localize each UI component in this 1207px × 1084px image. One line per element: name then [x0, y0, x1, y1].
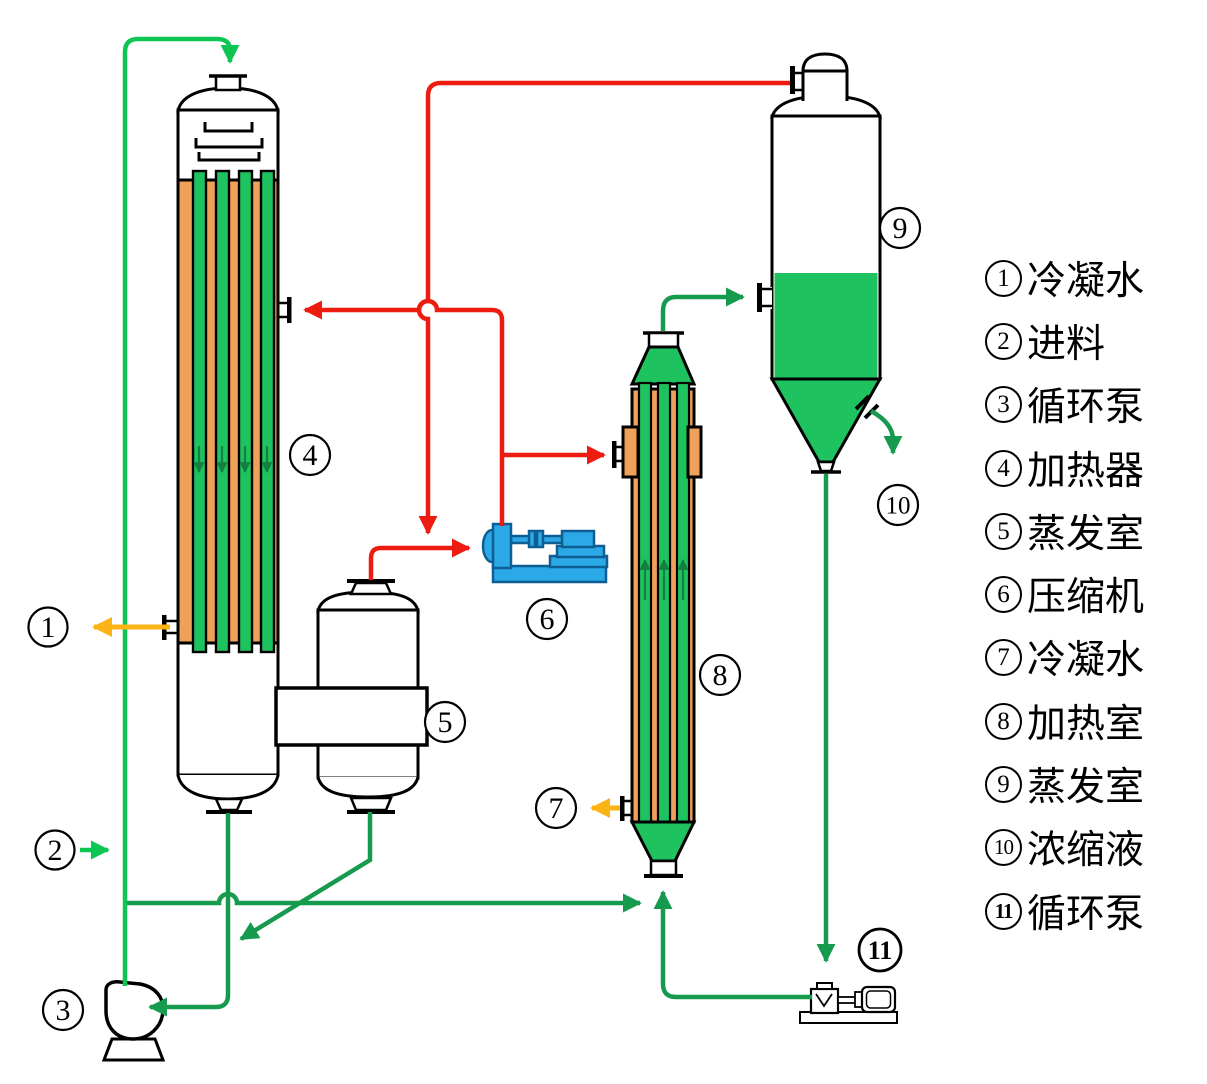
hc8-bottom-funnel — [629, 820, 697, 863]
compressor-coupling — [535, 529, 545, 549]
vessel9-vapor-nozzle — [790, 66, 804, 94]
heater-top-dome — [176, 86, 280, 113]
tube — [214, 169, 231, 654]
callout-5: 5 — [423, 700, 467, 744]
callout-6: 6 — [525, 597, 569, 641]
distributor-tray-1 — [203, 122, 254, 133]
upflow-arrows — [639, 558, 689, 600]
hc8-condensate-nozzle — [620, 796, 632, 821]
pump11-base — [799, 1011, 898, 1024]
heating-chamber-8 — [612, 331, 703, 878]
callout-4: 4 — [288, 433, 332, 477]
distributor-tray-2 — [194, 138, 264, 149]
vessel9-stub — [801, 69, 849, 101]
compressor-casing — [491, 522, 513, 570]
vapor-line-discharge-to-heater4 — [303, 298, 505, 526]
hc8-top-nozzle — [647, 331, 680, 349]
vapor-lines — [303, 80, 790, 580]
callout-9: 9 — [878, 206, 922, 250]
pump11-motor-inner — [865, 990, 892, 1009]
tube — [191, 169, 208, 654]
heater-column-4 — [162, 74, 292, 814]
liquid-lines-dark — [125, 287, 903, 1017]
callout-4-number: 4 — [303, 439, 318, 472]
tube — [656, 381, 672, 824]
concentrate-outlet-line — [869, 409, 903, 455]
compressor-6 — [481, 522, 609, 584]
compressor-coupling — [527, 529, 537, 549]
hc8-top-cone — [629, 345, 697, 386]
heater-bottom-dome — [176, 774, 280, 801]
callout-3-number: 3 — [56, 994, 71, 1027]
vessel5-top-nozzle — [349, 581, 393, 596]
heater-bottom-nozzle — [214, 797, 244, 812]
callout-9-number: 9 — [893, 212, 908, 245]
callout-2: 2 — [34, 829, 76, 871]
pump3-base — [101, 1037, 166, 1062]
vessel9-feed-nozzle — [757, 283, 772, 312]
tube — [637, 381, 653, 824]
compressor-motor — [560, 529, 596, 549]
callout-3: 3 — [41, 988, 85, 1032]
callout-10: 10 — [876, 483, 920, 527]
drain-heater4-to-pump3 — [148, 813, 231, 1017]
vapor-line-vessel5-to-compressor — [368, 538, 471, 580]
drain-vessel5-to-pump3 — [239, 812, 373, 941]
hc8-bottom-nozzle — [649, 859, 678, 877]
callout-2-number: 2 — [48, 834, 63, 867]
vapor-duct — [274, 686, 429, 747]
vessel5-bottom-nozzle — [349, 796, 393, 812]
pump11-to-chamber8 — [653, 890, 812, 1000]
circulation-pump-3 — [101, 980, 166, 1062]
pump11-inlet-flange — [816, 982, 833, 990]
transfer-line-to-chamber8 — [125, 891, 642, 913]
callout-6-number: 6 — [540, 603, 555, 636]
pump3-volute — [104, 980, 165, 1041]
liquid-lines-light — [80, 36, 240, 986]
distributor-tray-3 — [197, 152, 261, 162]
pump11-shaft — [837, 996, 857, 1004]
pump11-casing — [809, 987, 840, 1015]
callout-labels: 1 2 3 4 5 6 7 8 — [27, 206, 922, 1032]
tube — [237, 169, 254, 654]
pump11-impeller-mark — [815, 993, 833, 1008]
hc8-side-box-right — [686, 425, 703, 479]
vessel9-stub-cap — [801, 52, 849, 73]
callout-8-number: 8 — [713, 659, 728, 692]
callout-1-number: 1 — [41, 611, 56, 644]
callout-11-number: 11 — [868, 936, 893, 965]
heater-top-nozzle — [214, 74, 242, 92]
chamber8-to-vessel9 — [660, 287, 745, 331]
hc8-vapor-inlet-nozzle — [612, 441, 624, 468]
condensate-arrows — [92, 617, 620, 818]
vessel5-bottom-dome — [316, 776, 420, 799]
vessel9-liquid — [774, 273, 878, 378]
tube — [259, 169, 276, 654]
vessel9-apex-nozzle — [816, 460, 836, 473]
callout-5-number: 5 — [438, 706, 453, 739]
callout-11: 11 — [857, 927, 903, 973]
callout-7-number: 7 — [549, 792, 564, 825]
evaporation-chamber-9 — [757, 52, 883, 474]
callout-8: 8 — [698, 653, 742, 697]
circulation-pump-11 — [799, 982, 898, 1024]
callout-1: 1 — [27, 606, 69, 648]
callout-10-number: 10 — [886, 493, 911, 520]
vapor-inlet-nozzle — [278, 297, 292, 323]
hc8-side-box-left — [621, 425, 640, 479]
downflow-arrows — [193, 446, 273, 474]
vessel9-cone — [769, 377, 883, 464]
callout-7: 7 — [534, 786, 578, 830]
pump3-to-heater4-top — [122, 36, 240, 986]
